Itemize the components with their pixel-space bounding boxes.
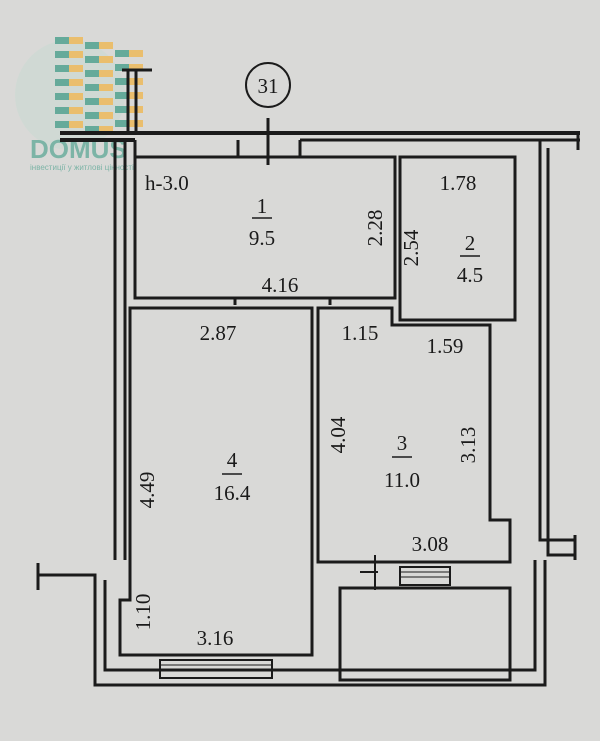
svg-text:4.5: 4.5 (457, 263, 483, 287)
svg-text:4: 4 (227, 448, 238, 472)
svg-text:3: 3 (397, 431, 408, 455)
svg-text:1.59: 1.59 (427, 334, 464, 358)
svg-text:11.0: 11.0 (384, 468, 420, 492)
svg-text:2: 2 (465, 231, 476, 255)
room-3-label: 3 11.0 (384, 431, 420, 492)
svg-text:1.15: 1.15 (342, 321, 379, 345)
svg-text:1: 1 (257, 194, 268, 218)
svg-text:2.28: 2.28 (363, 210, 387, 247)
room-4-label: 4 16.4 (214, 448, 251, 505)
svg-text:2.54: 2.54 (399, 229, 423, 266)
walls (36, 68, 580, 687)
domus-logo: DOMUS інвестиції у житлові цінності (15, 37, 143, 172)
axis-marker: 31 (245, 62, 291, 108)
svg-text:4.04: 4.04 (326, 416, 350, 453)
ceiling-height: h-3.0 (145, 171, 189, 195)
svg-text:9.5: 9.5 (249, 226, 275, 250)
svg-text:31: 31 (258, 74, 279, 98)
svg-text:4.49: 4.49 (135, 472, 159, 509)
svg-text:3.16: 3.16 (197, 626, 234, 650)
svg-text:4.16: 4.16 (262, 273, 299, 297)
svg-text:1.78: 1.78 (440, 171, 477, 195)
svg-text:2.87: 2.87 (200, 321, 237, 345)
svg-text:інвестиції у житлові цінності: інвестиції у житлові цінності (30, 163, 134, 172)
svg-text:3.08: 3.08 (412, 532, 449, 556)
svg-text:3.13: 3.13 (456, 427, 480, 464)
svg-text:16.4: 16.4 (214, 481, 251, 505)
svg-text:1.10: 1.10 (131, 594, 155, 631)
room-2-label: 2 4.5 (457, 231, 483, 287)
dimension-labels: 2.28 4.16 1.78 2.54 2.87 4.49 1.10 3.16 … (131, 171, 480, 650)
room-1-label: 1 9.5 (249, 194, 275, 250)
